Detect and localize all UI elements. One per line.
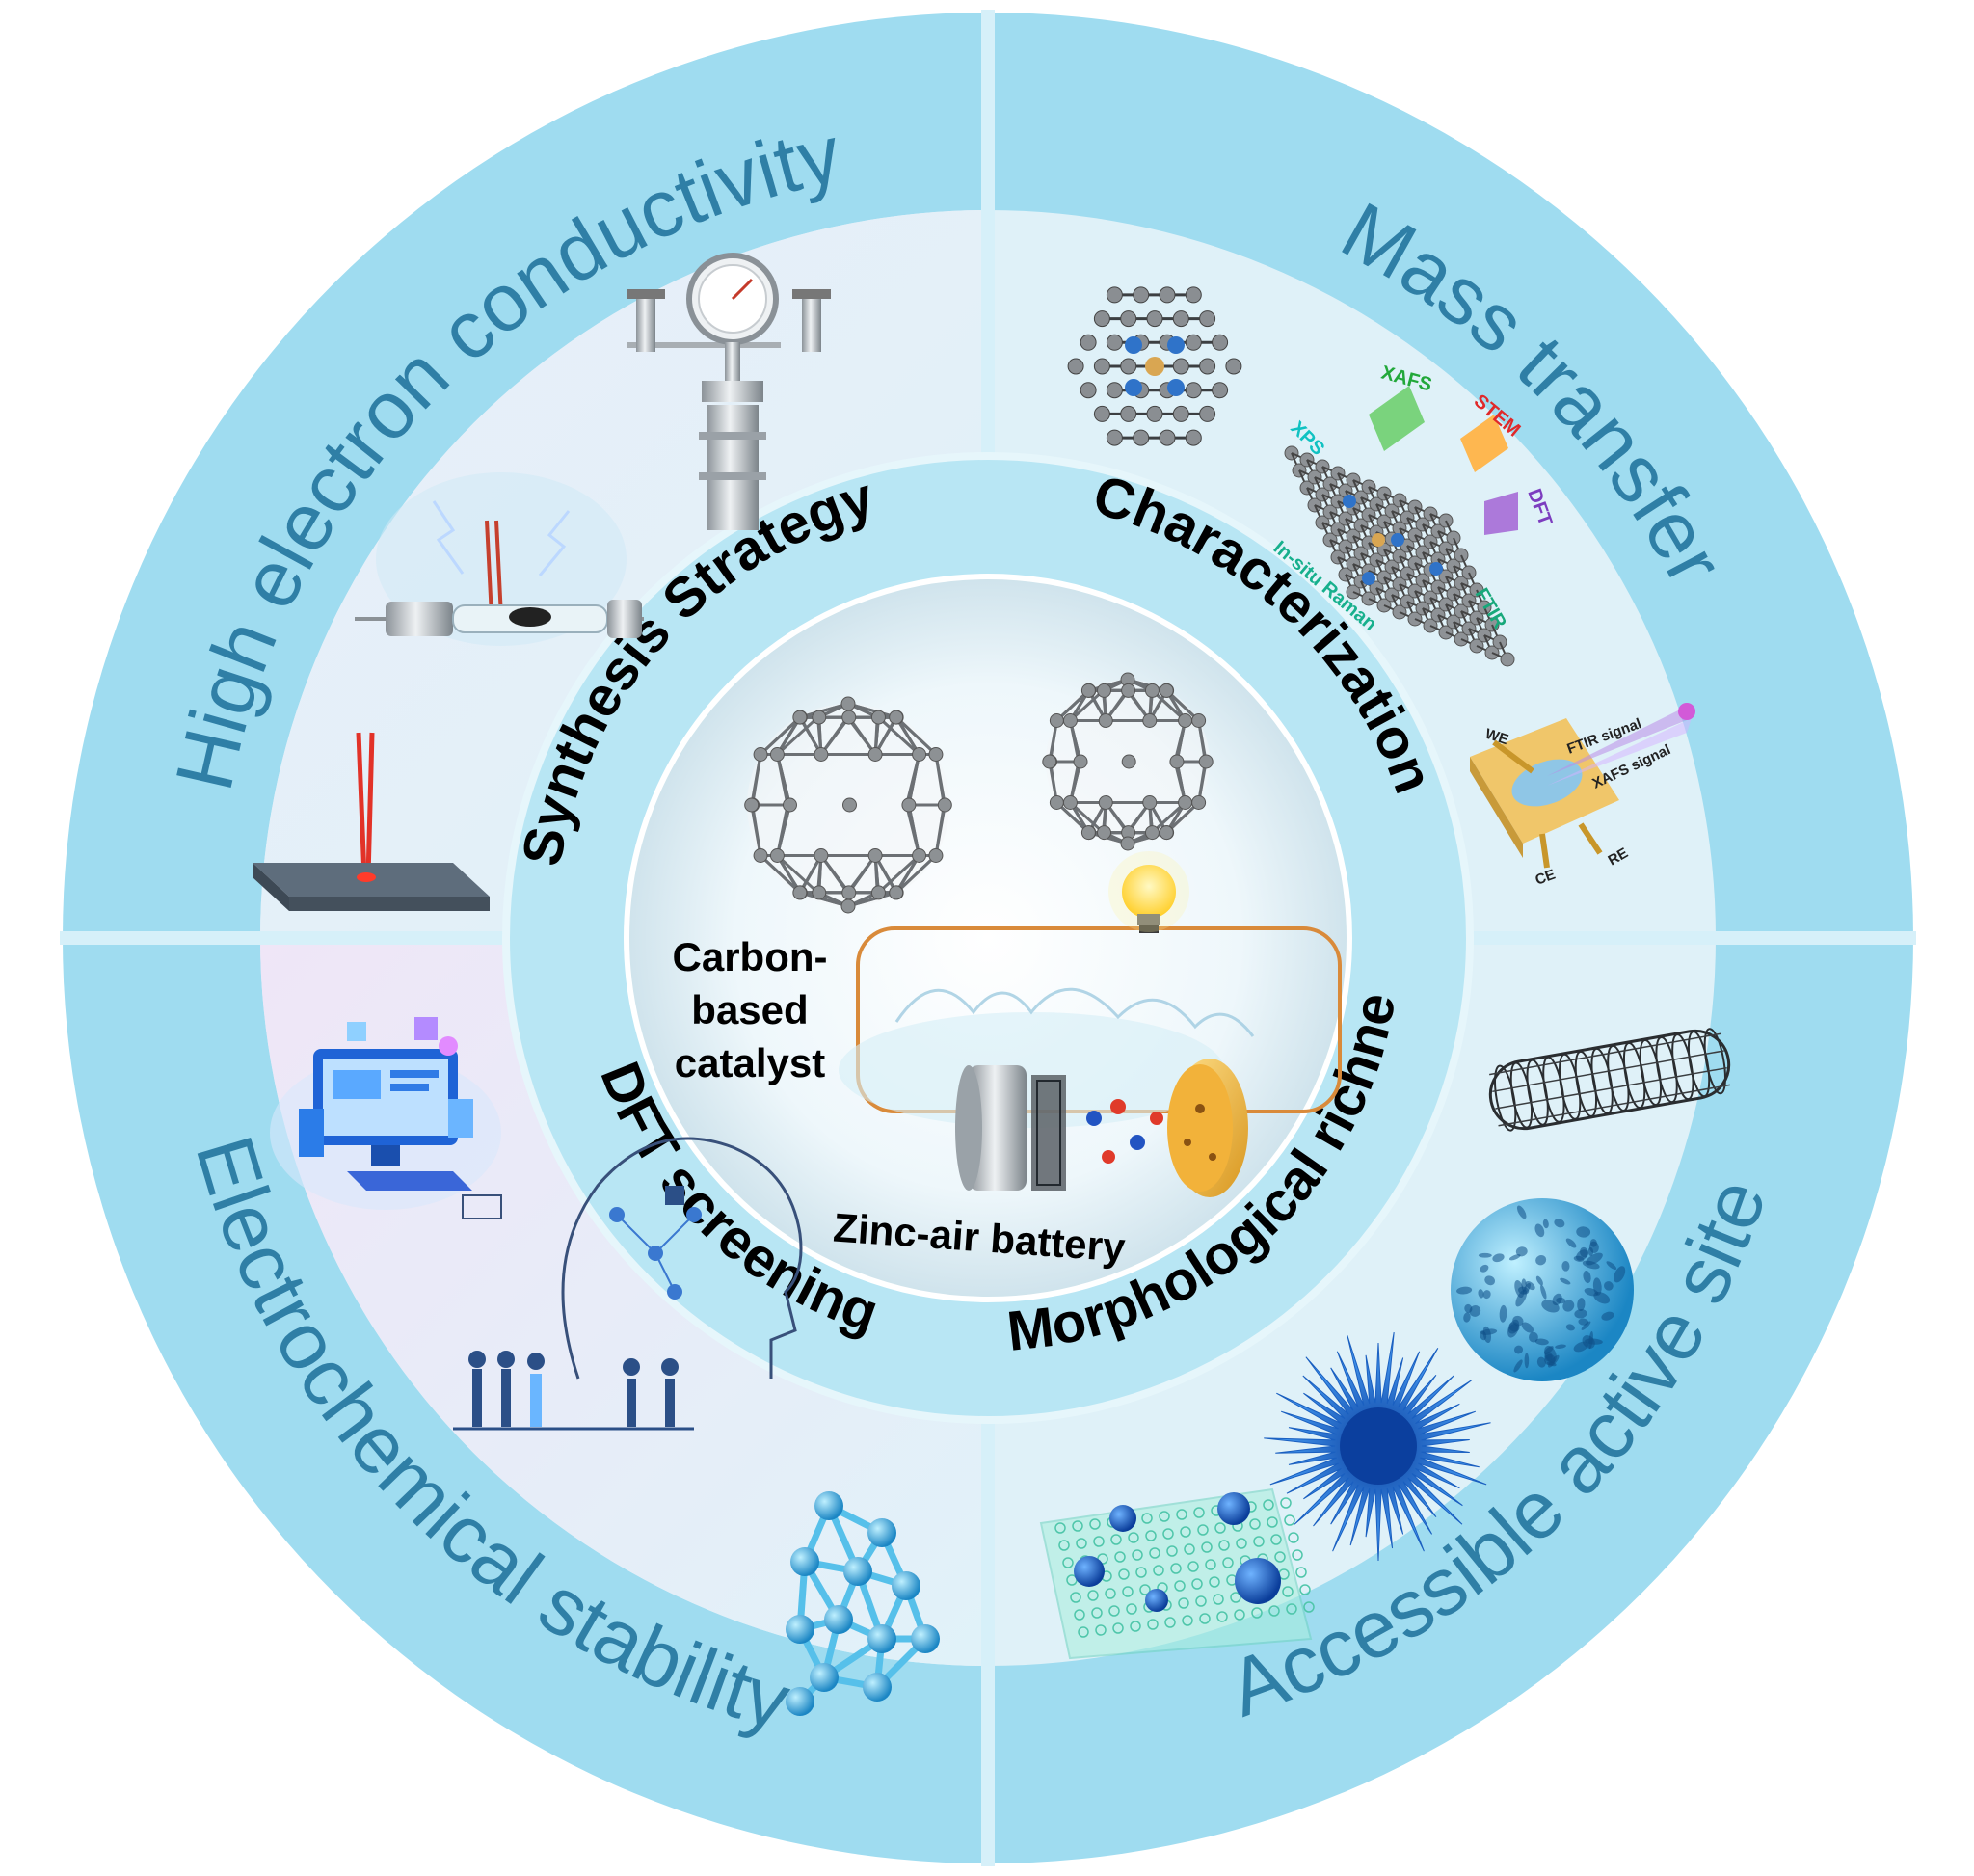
carbon-nanotube-icon	[1488, 1028, 1731, 1132]
light-bulb-icon	[1108, 851, 1189, 933]
carbon-electrode-icon	[1031, 1075, 1066, 1191]
fullerene-icon	[1042, 672, 1214, 851]
catalyst-label-line2: based	[691, 987, 808, 1032]
arc-discharge-icon	[355, 472, 644, 646]
catalyst-label-line3: catalyst	[675, 1040, 825, 1085]
spiky-sphere-icon	[1264, 1332, 1491, 1562]
graphene-nanoparticle-icon	[1039, 1487, 1315, 1660]
computer-workstation-icon	[270, 1017, 501, 1210]
catalyst-label-line1: Carbon-	[673, 934, 828, 979]
fullerene-icon	[744, 696, 952, 914]
autoclave-reactor-icon	[627, 253, 831, 530]
molecular-cluster-icon	[786, 1491, 940, 1716]
laser-ablation-icon	[253, 732, 490, 911]
ce-label: CE	[1534, 867, 1558, 889]
we-label: WE	[1483, 726, 1510, 749]
ai-brain-icon	[453, 1137, 803, 1431]
porous-sphere-icon	[1451, 1198, 1634, 1381]
zinc-air-battery-illustration	[839, 926, 1342, 1197]
graphene-lattice-icon	[1067, 286, 1242, 446]
